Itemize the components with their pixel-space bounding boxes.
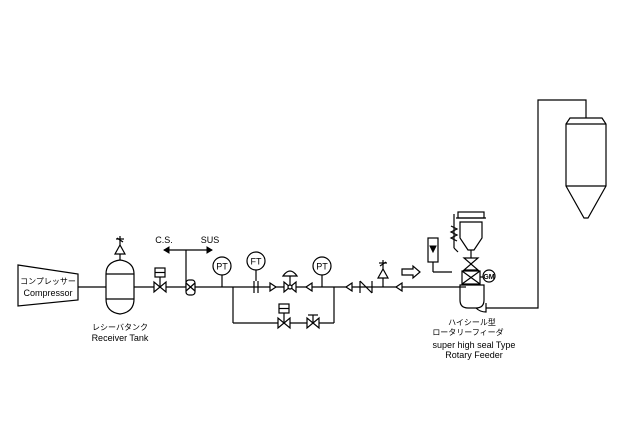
actuated-valve-1 xyxy=(153,267,167,294)
rotary-feeder-assembly: GM ハイシール型 ロータリーフィーダ super high seal Type… xyxy=(401,211,516,360)
pt1-label: PT xyxy=(216,262,228,272)
direction-arrow-icon xyxy=(344,281,353,293)
compressor-label-jp: コンプレッサー xyxy=(20,277,76,286)
receiver-tank-label-en: Receiver Tank xyxy=(92,333,149,343)
orifice-flange xyxy=(253,281,259,293)
control-valve xyxy=(281,270,299,294)
gear-motor-icon xyxy=(482,269,496,283)
flow-arrow-2-icon xyxy=(394,281,403,293)
pressure-transmitter-1: PT xyxy=(212,256,232,287)
flow-arrow-icon xyxy=(269,281,278,293)
pressure-transmitter-2: PT xyxy=(312,256,332,287)
branch-left-label: C.S. xyxy=(155,235,173,245)
line-filter xyxy=(185,279,196,296)
flow-transmitter: FT xyxy=(246,251,266,281)
branch-right-label: SUS xyxy=(201,235,220,245)
receiver-tank: レシーバタンク Receiver Tank xyxy=(92,236,149,343)
feeder-label-jp-1: ハイシール型 xyxy=(448,318,496,327)
check-arrow-icon xyxy=(304,281,313,293)
line-safety-valve xyxy=(376,260,390,287)
receiver-safety-valve-icon xyxy=(113,243,127,255)
material-branch: C.S. SUS xyxy=(155,235,219,287)
pt2-label: PT xyxy=(316,262,328,272)
conveying-line xyxy=(486,99,587,309)
feeder-label-en-2: Rotary Feeder xyxy=(445,350,503,360)
feeder-label-en-1: super high seal Type xyxy=(433,340,516,350)
check-valve xyxy=(359,280,373,294)
receiving-silo xyxy=(565,117,607,219)
compressor: コンプレッサー Compressor xyxy=(17,264,79,307)
feeder-label-jp-2: ロータリーフィーダ xyxy=(432,327,503,337)
arrow-left-icon xyxy=(163,246,170,254)
compressor-label-en: Compressor xyxy=(23,288,72,298)
arrow-right-icon xyxy=(206,246,213,254)
ft-label: FT xyxy=(251,257,262,267)
bypass-line xyxy=(232,287,335,330)
motor-label: GM xyxy=(483,274,494,281)
feed-inlet-arrow-icon xyxy=(401,264,421,280)
receiver-tank-label-jp: レシーバタンク xyxy=(92,323,148,332)
